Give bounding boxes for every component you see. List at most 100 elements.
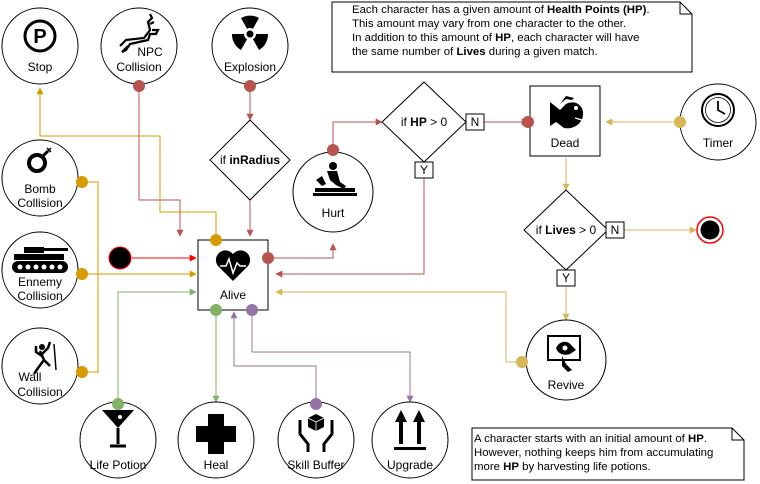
decision-hp[interactable]: if HP > 0 N Y bbox=[381, 81, 485, 179]
node-explosion-label: Explosion bbox=[224, 60, 276, 74]
hands-box-icon bbox=[298, 414, 334, 452]
edge-alive-stop bbox=[36, 87, 217, 240]
node-dead-label: Dead bbox=[551, 136, 580, 150]
note-top-shape bbox=[331, 1, 693, 73]
note-text: Each character has a given amount of bbox=[352, 4, 548, 16]
tank-icon bbox=[12, 247, 68, 273]
edge-hp-alive bbox=[275, 178, 425, 278]
node-upgrade[interactable]: Upgrade bbox=[371, 401, 449, 479]
parking-sign-icon: P bbox=[23, 19, 57, 53]
in-radius-text: if inRadius bbox=[220, 153, 280, 167]
cocktail-glass-icon bbox=[102, 410, 134, 448]
note-text: the same number of bbox=[352, 46, 457, 58]
node-upgrade-label: Upgrade bbox=[387, 458, 433, 472]
note-text: more bbox=[474, 461, 504, 473]
node-stop-label: Stop bbox=[28, 60, 53, 74]
npc-label-2: Collision bbox=[116, 60, 161, 74]
note-text: , each character will have bbox=[510, 32, 640, 44]
note-text: This amount may vary from one character … bbox=[352, 18, 627, 30]
note-text: . bbox=[646, 4, 650, 16]
node-hurt-label: Hurt bbox=[322, 206, 345, 220]
svg-text:P: P bbox=[33, 26, 46, 48]
node-timer-label: Timer bbox=[703, 136, 733, 150]
wall-label-1: Wall bbox=[19, 370, 42, 384]
note-line: A character starts with an initial amoun… bbox=[474, 432, 740, 446]
massage-icon bbox=[313, 162, 357, 196]
node-heal[interactable]: Heal bbox=[177, 401, 255, 479]
note-text: In addition to this amount of bbox=[352, 32, 496, 44]
note-text: during a given match. bbox=[485, 46, 598, 58]
note-line: Each character has a given amount of Hea… bbox=[352, 3, 682, 17]
note-bottom: A character starts with an initial amoun… bbox=[474, 432, 740, 474]
revive-card-icon bbox=[547, 335, 581, 372]
hp-yes-label: Y bbox=[420, 163, 428, 177]
node-life-potion-label: Life Potion bbox=[90, 458, 147, 472]
note-line: However, nothing keeps him from accumula… bbox=[474, 446, 740, 460]
wall-label-2: Collision bbox=[17, 385, 62, 399]
note-line: In addition to this amount of HP, each c… bbox=[352, 31, 682, 45]
note-bold-text: HP bbox=[495, 32, 511, 44]
node-wall-collision[interactable]: Wall Collision bbox=[1, 327, 79, 405]
ennemy-label-1: Ennemy bbox=[18, 275, 62, 289]
bomb-label-1: Bomb bbox=[24, 182, 56, 196]
note-bold-text: HP bbox=[503, 461, 519, 473]
climber-icon bbox=[32, 341, 57, 375]
bomb-icon bbox=[27, 147, 52, 173]
node-alive[interactable]: Alive bbox=[197, 239, 269, 311]
this-side-up-icon bbox=[394, 410, 426, 450]
note-bold-text: Health Points (HP) bbox=[547, 4, 647, 16]
end-node bbox=[696, 216, 724, 244]
note-text: . bbox=[703, 433, 707, 445]
heart-monitor-icon bbox=[215, 250, 251, 281]
bomb-label-2: Collision bbox=[17, 196, 62, 210]
clock-icon bbox=[701, 93, 735, 127]
cross-icon bbox=[196, 414, 236, 454]
node-dead[interactable]: Dead bbox=[529, 85, 601, 157]
node-timer[interactable]: Timer bbox=[679, 83, 757, 161]
note-line: more HP by harvesting life potions. bbox=[474, 460, 740, 474]
lives-yes-label: Y bbox=[562, 271, 570, 285]
edge-potion-alive bbox=[117, 288, 197, 404]
decision-in-radius[interactable]: if inRadius bbox=[209, 119, 291, 201]
decision-lives[interactable]: if Lives > 0 N Y bbox=[523, 189, 625, 287]
edge-revive-alive bbox=[275, 288, 522, 363]
note-line: This amount may vary from one character … bbox=[352, 17, 682, 31]
note-top: Each character has a given amount of Hea… bbox=[352, 3, 682, 59]
edge-bomb-alive bbox=[82, 181, 99, 373]
note-bold-text: Lives bbox=[456, 46, 486, 58]
start-node bbox=[108, 246, 132, 270]
edge-alive-hurt bbox=[268, 243, 337, 259]
node-ennemy-collision[interactable]: Ennemy Collision bbox=[1, 231, 79, 309]
radiation-icon bbox=[231, 15, 269, 50]
lives-no-label: N bbox=[611, 223, 620, 237]
hp-no-label: N bbox=[471, 115, 480, 129]
edge-alive-upgrade bbox=[251, 312, 414, 403]
note-text: by harvesting life potions. bbox=[518, 461, 651, 473]
ports bbox=[76, 80, 686, 410]
node-hurt[interactable]: Hurt bbox=[292, 151, 374, 233]
note-text: However, nothing keeps him from accumula… bbox=[474, 447, 714, 459]
node-npc-collision[interactable]: NPC Collision bbox=[100, 7, 178, 85]
deer-icon bbox=[119, 13, 160, 53]
hp-decision-text: if HP > 0 bbox=[401, 115, 448, 129]
node-life-potion[interactable]: Life Potion bbox=[79, 401, 157, 479]
ennemy-label-2: Collision bbox=[17, 289, 62, 303]
node-bomb-collision[interactable]: Bomb Collision bbox=[1, 139, 79, 217]
edge-skill-alive bbox=[230, 311, 317, 404]
note-line: the same number of Lives during a given … bbox=[352, 45, 682, 59]
note-bold-text: HP bbox=[688, 433, 704, 445]
node-revive[interactable]: Revive bbox=[525, 319, 607, 401]
npc-label-1: NPC bbox=[137, 45, 163, 59]
lives-decision-text: if Lives > 0 bbox=[536, 223, 597, 237]
node-heal-label: Heal bbox=[204, 458, 229, 472]
node-skill-buffer[interactable]: Skill Buffer bbox=[277, 401, 355, 479]
node-alive-label: Alive bbox=[220, 288, 246, 302]
note-bottom-shape bbox=[471, 427, 745, 481]
note-text: A character starts with an initial amoun… bbox=[474, 433, 688, 445]
edge-hurt-hp bbox=[332, 118, 383, 150]
node-skill-buffer-label: Skill Buffer bbox=[287, 458, 344, 472]
node-explosion[interactable]: Explosion bbox=[211, 7, 289, 85]
node-revive-label: Revive bbox=[548, 378, 585, 392]
node-stop[interactable]: P Stop bbox=[1, 7, 79, 85]
